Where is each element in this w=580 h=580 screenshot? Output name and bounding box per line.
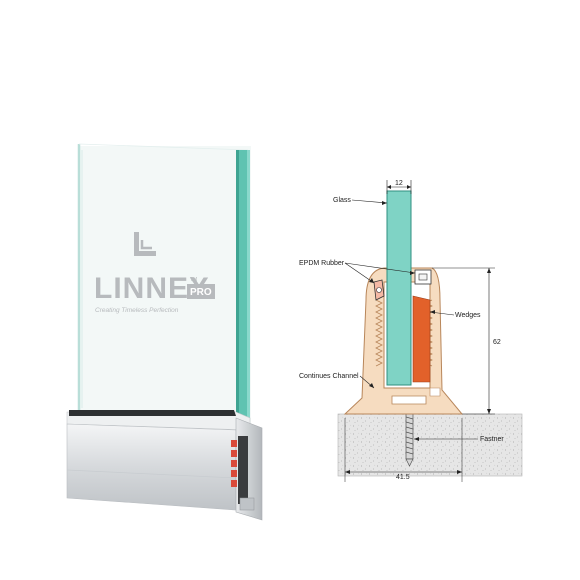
glass-section <box>386 190 412 386</box>
epdm-rubber <box>373 269 432 301</box>
dim-glass-width-text: 12 <box>395 180 403 187</box>
label-fastner: Fastner <box>480 436 504 443</box>
logo-pro-badge <box>187 284 215 299</box>
label-wedges: Wedges <box>455 312 481 319</box>
dim-base-width-text: 41.5 <box>396 474 410 481</box>
dimension-base-width: 41.5 <box>344 418 463 482</box>
dim-height-text: 62 <box>493 339 501 346</box>
aluminium-channel <box>66 410 263 521</box>
wedge <box>412 295 431 383</box>
cross-section-diagram: 12 62 41.5 Glass EPDM Rubber <box>299 180 523 482</box>
dimension-glass-width: 12 <box>386 180 412 194</box>
logo-tagline: Creating Timeless Perfection <box>95 307 179 314</box>
product-render: LINNEX TM PRO Creating Timeless Perfecti… <box>66 143 263 521</box>
label-continues-channel: Continues Channel <box>299 373 359 380</box>
glass-panel <box>77 143 251 490</box>
label-glass: Glass <box>333 197 351 204</box>
linnex-logo: LINNEX TM PRO Creating Timeless Perfecti… <box>94 232 215 314</box>
logo-tm: TM <box>190 277 197 283</box>
callouts: Glass EPDM Rubber Wedges Continues Chann… <box>299 197 504 443</box>
dimension-height: 62 <box>432 267 501 415</box>
label-epdm-rubber: EPDM Rubber <box>299 260 345 267</box>
logo-mark <box>134 232 156 256</box>
logo-pro-text: PRO <box>190 287 212 298</box>
concrete-base <box>337 413 523 477</box>
